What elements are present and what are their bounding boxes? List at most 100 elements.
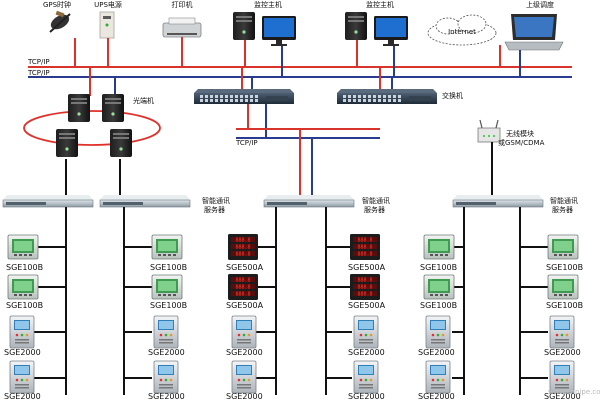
- device-label: SGE2000: [226, 392, 263, 400]
- watermark: www.cnpipe.com: [548, 388, 600, 396]
- monitor-host-1: 监控主机: [233, 0, 296, 46]
- switch-right: [337, 89, 437, 104]
- switch-left: [194, 89, 294, 104]
- device-label: SGE100B: [546, 301, 583, 310]
- relay-protection-icon: [231, 360, 257, 394]
- device-group-col2: SGE100B SGE100B SGE2000 SGE2000: [148, 234, 187, 400]
- optical-terminal-2: [102, 94, 124, 122]
- computer-tower-icon: [345, 12, 367, 40]
- ups-icon: [99, 11, 115, 39]
- device-label: SGE100B: [420, 301, 457, 310]
- device-label: SGE500A: [226, 263, 264, 272]
- optical-terminal-label: 光端机: [133, 96, 154, 105]
- upper-dispatch-label: 上级调度: [526, 0, 554, 9]
- device-label: SGE100B: [420, 263, 457, 272]
- meter-icon: [7, 234, 39, 260]
- printer-device: 打印机: [162, 0, 202, 38]
- comm-server-mid: [263, 194, 355, 208]
- relay-protection-icon: [549, 315, 575, 349]
- device-label: SGE2000: [4, 348, 41, 357]
- device-label: SGE100B: [546, 263, 583, 272]
- optical-ring: 光端机: [23, 67, 161, 157]
- relay-protection-icon: [153, 360, 179, 394]
- comm-server-left-a: [2, 194, 94, 208]
- ups-label: UPS电源: [94, 0, 122, 9]
- device-group-col3: SGE500A SGE500A SGE2000 SGE2000: [226, 234, 264, 400]
- tcpip-label-2: TCP/IP: [27, 69, 50, 77]
- device-label: SGE500A: [226, 301, 264, 310]
- gps-clock-device: GPS时钟: [43, 0, 71, 33]
- device-label: SGE2000: [148, 392, 185, 400]
- device-label: SGE2000: [348, 392, 385, 400]
- printer-icon: [162, 17, 202, 38]
- internet-cloud: Internet: [427, 14, 497, 46]
- device-label: SGE2000: [148, 348, 185, 357]
- relay-protection-icon: [9, 315, 35, 349]
- monitor-host-2-label: 监控主机: [366, 0, 394, 9]
- device-label: SGE100B: [150, 301, 187, 310]
- meter-icon: [423, 234, 455, 260]
- wireless-module: 无线模块 或GSM/CDMA: [477, 119, 545, 195]
- monitor-host-2: 监控主机: [345, 0, 408, 46]
- ups-device: UPS电源: [94, 0, 122, 39]
- monitor-host-1-label: 监控主机: [254, 0, 282, 9]
- device-label: SGE100B: [6, 263, 43, 272]
- monitor-icon: [262, 16, 296, 46]
- fiber-ring: [23, 110, 161, 146]
- device-group-col5: SGE100B SGE100B SGE2000 SGE2000: [418, 234, 457, 400]
- device-label: SGE2000: [418, 392, 455, 400]
- device-buses: [34, 207, 548, 395]
- monitor-icon: [374, 16, 408, 46]
- router-icon: [477, 119, 501, 143]
- server-mid-label-1: 智能通讯: [362, 196, 390, 205]
- tcpip-backbone: TCP/IP TCP/IP: [27, 37, 572, 90]
- relay-protection-icon: [425, 360, 451, 394]
- server-left-label-2: 服务器: [204, 205, 225, 214]
- digital-meter-icon: [350, 274, 380, 300]
- printer-label: 打印机: [172, 0, 193, 9]
- tcpip-label-1: TCP/IP: [27, 58, 50, 66]
- relay-protection-icon: [353, 360, 379, 394]
- meter-icon: [547, 234, 579, 260]
- upper-dispatch-laptop: 上级调度: [504, 0, 564, 51]
- server-left-label-1: 智能通讯: [202, 196, 230, 205]
- device-group-col4: SGE500A SGE500A SGE2000 SGE2000: [348, 234, 386, 400]
- digital-meter-icon: [228, 274, 258, 300]
- relay-protection-icon: [425, 315, 451, 349]
- relay-protection-icon: [9, 360, 35, 394]
- device-label: SGE100B: [6, 301, 43, 310]
- relay-protection-icon: [353, 315, 379, 349]
- device-group-col6: SGE100B SGE100B SGE2000 SGE2000: [544, 234, 583, 400]
- device-label: SGE500A: [348, 301, 386, 310]
- server-right-label-1: 智能通讯: [550, 196, 578, 205]
- cloud-icon: [427, 14, 497, 46]
- relay-protection-icon: [231, 315, 257, 349]
- server-right-label-2: 服务器: [552, 205, 573, 214]
- device-group-col1: SGE100B SGE100B SGE2000 SGE2000: [4, 234, 43, 400]
- digital-meter-icon: [228, 234, 258, 260]
- comm-server-right: [452, 194, 544, 208]
- device-label: SGE2000: [544, 392, 581, 400]
- satellite-icon: [49, 10, 71, 33]
- device-label: SGE2000: [348, 348, 385, 357]
- middle-tcpip: TCP/IP: [235, 104, 380, 195]
- device-label: SGE500A: [348, 263, 386, 272]
- device-label: SGE2000: [544, 348, 581, 357]
- optical-terminal-3: [56, 129, 78, 157]
- meter-icon: [151, 274, 183, 300]
- digital-meter-icon: [350, 234, 380, 260]
- meter-icon: [423, 274, 455, 300]
- laptop-icon: [504, 14, 564, 51]
- optical-terminal-4: [110, 129, 132, 157]
- comm-server-left-b: [99, 194, 191, 208]
- gps-clock-label: GPS时钟: [43, 0, 71, 9]
- wireless-label-2: 或GSM/CDMA: [498, 138, 545, 147]
- meter-icon: [151, 234, 183, 260]
- meter-icon: [547, 274, 579, 300]
- wireless-label-1: 无线模块: [506, 129, 534, 138]
- computer-tower-icon: [233, 12, 255, 40]
- device-label: SGE2000: [418, 348, 455, 357]
- optical-terminal-1: [68, 94, 90, 122]
